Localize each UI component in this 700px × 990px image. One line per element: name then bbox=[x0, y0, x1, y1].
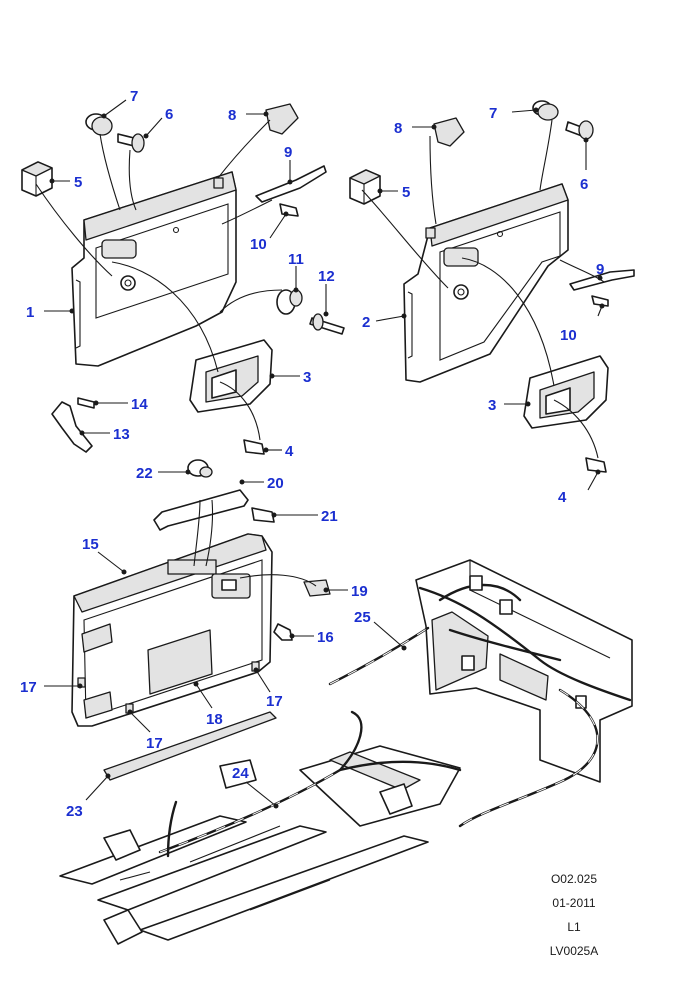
callout-2: 2 bbox=[362, 314, 370, 331]
callout-22: 22 bbox=[136, 465, 153, 482]
screw-left bbox=[117, 133, 145, 153]
cap-22 bbox=[187, 459, 213, 478]
screw-21 bbox=[251, 507, 275, 523]
hinge-bracket bbox=[51, 401, 93, 453]
callout-4: 4 bbox=[285, 443, 294, 460]
leader-lines bbox=[35, 119, 605, 587]
callout-16: 16 bbox=[317, 629, 334, 646]
bushing bbox=[276, 289, 303, 315]
callout-17: 17 bbox=[146, 735, 163, 752]
callout-19: 19 bbox=[351, 583, 368, 600]
callout-13: 13 bbox=[113, 426, 130, 443]
callout-6: 6 bbox=[165, 106, 173, 123]
callout-markers bbox=[44, 99, 605, 809]
callout-24: 24 bbox=[232, 765, 249, 782]
callout-5: 5 bbox=[402, 184, 410, 201]
callout-14: 14 bbox=[131, 396, 148, 413]
callout-21: 21 bbox=[321, 508, 338, 525]
callout-15: 15 bbox=[82, 536, 99, 553]
retainer-block-right bbox=[349, 169, 381, 205]
callout-12: 12 bbox=[318, 268, 335, 285]
callout-17: 17 bbox=[266, 693, 283, 710]
mounting-bar bbox=[153, 489, 249, 531]
callout-3: 3 bbox=[303, 369, 311, 386]
retainer-block-left bbox=[21, 161, 53, 197]
wiring-harness-24 bbox=[158, 710, 462, 858]
callout-11: 11 bbox=[288, 251, 304, 268]
callout-8: 8 bbox=[228, 107, 236, 124]
callout-10: 10 bbox=[250, 236, 267, 253]
wiring-harness-dash bbox=[418, 575, 632, 709]
callout-9: 9 bbox=[284, 144, 292, 161]
pad-left bbox=[265, 103, 299, 135]
door-trim-left bbox=[71, 171, 237, 367]
callout-4: 4 bbox=[558, 489, 567, 506]
callout-10: 10 bbox=[560, 327, 577, 344]
screw-10-left bbox=[279, 203, 299, 217]
callout-7: 7 bbox=[489, 105, 497, 122]
push-fix bbox=[273, 623, 293, 641]
wiring-harness-25 bbox=[328, 626, 599, 828]
callout-9: 9 bbox=[596, 261, 604, 278]
handle-bezel-left bbox=[189, 339, 273, 413]
screw-4-right bbox=[585, 457, 607, 473]
callout-20: 20 bbox=[267, 475, 284, 492]
callout-8: 8 bbox=[394, 120, 402, 137]
handle-bezel-right bbox=[523, 355, 609, 429]
callout-25: 25 bbox=[354, 609, 371, 626]
screw-10-right bbox=[591, 295, 609, 307]
reference-code: O02.025 bbox=[550, 872, 598, 886]
pin bbox=[309, 313, 345, 335]
dashboard-outline bbox=[415, 559, 633, 783]
callout-7: 7 bbox=[130, 88, 138, 105]
screw-4-left bbox=[243, 439, 265, 455]
chassis-frame bbox=[59, 745, 461, 945]
screw-14 bbox=[77, 397, 95, 409]
callout-1: 1 bbox=[26, 304, 34, 321]
reference-date: 01-2011 bbox=[552, 896, 596, 910]
callout-5: 5 bbox=[74, 174, 82, 191]
callout-6: 6 bbox=[580, 176, 588, 193]
pad-right bbox=[433, 117, 465, 147]
callout-23: 23 bbox=[66, 803, 83, 820]
callout-18: 18 bbox=[206, 711, 223, 728]
reference-image-id: LV0025A bbox=[549, 944, 599, 958]
callout-17: 17 bbox=[20, 679, 37, 696]
callout-3: 3 bbox=[488, 397, 496, 414]
pad-19 bbox=[303, 579, 331, 597]
door-trim-right bbox=[403, 183, 569, 383]
reference-level: L1 bbox=[567, 920, 581, 934]
cap-left bbox=[85, 113, 113, 136]
lower-trim-panel bbox=[71, 533, 273, 727]
callout-labels: 1 2 3 3 4 4 5 5 6 6 7 7 8 8 9 9 10 10 11… bbox=[20, 88, 604, 820]
screw-right bbox=[565, 120, 594, 140]
